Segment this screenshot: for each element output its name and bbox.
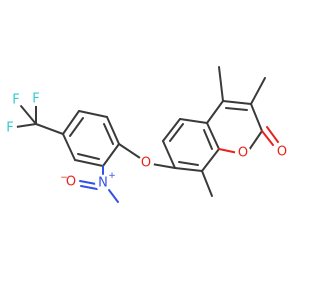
atom-n-nitro-charge: + — [108, 171, 116, 181]
bond-ring1-o — [118, 143, 141, 159]
bond-c4-c3 — [222, 100, 252, 105]
bond-c3-c2 — [250, 103, 263, 132]
bond-ring1-a-inner — [69, 117, 84, 137]
bond-ring2-b-inner — [169, 123, 184, 142]
bond-n-o1-b — [80, 185, 98, 190]
bond-ring2-a — [162, 140, 176, 169]
bond-ring2-e — [201, 148, 220, 172]
bond-ring2-d — [206, 122, 220, 150]
bond-c4-c4a — [206, 100, 224, 124]
atom-o-ring: O — [235, 145, 251, 161]
bond-o-ring2 — [151, 163, 176, 169]
bond-c2-o1 — [248, 130, 263, 151]
atom-n-nitro-label: N — [98, 176, 108, 191]
bond-methyl-8 — [201, 170, 213, 197]
bond-ring1-b — [78, 110, 108, 118]
bond-ring2-b — [162, 118, 181, 142]
atom-o-ring-label: O — [238, 146, 248, 161]
atom-f3-label: F — [6, 121, 13, 136]
bond-ring2-f-inner — [178, 161, 199, 166]
bond-o1-c8a — [218, 148, 239, 154]
bond-c2-o-b — [266, 126, 279, 143]
bond-c-f1 — [20, 105, 37, 125]
bond-ring1-e-inner — [77, 153, 100, 160]
atoms: F F F O O O O − N + — [3, 92, 290, 191]
bond-n-o1-a — [79, 180, 97, 185]
bond-ring1-c — [106, 116, 120, 145]
bond-ring1-f — [62, 133, 76, 161]
atom-o-nitro-label: O — [66, 175, 76, 190]
bond-ring1-d — [102, 143, 120, 167]
bonds — [15, 66, 279, 203]
bond-c-f3 — [15, 123, 37, 128]
atom-o-carbonyl-label: O — [277, 145, 287, 160]
bond-c2-o-a — [261, 130, 274, 146]
bond-methyl-3 — [250, 77, 266, 105]
atom-f2-label: F — [32, 92, 39, 107]
atom-n-nitro: N + — [95, 171, 116, 191]
molecule-structure: F F F O O O O − N + — [3, 66, 290, 203]
atom-o-ether-label: O — [141, 156, 151, 171]
bond-cf3-ring — [35, 123, 64, 135]
atom-o-carbonyl: O — [274, 144, 290, 160]
bond-ring1-c-inner — [103, 123, 114, 145]
bond-c4-c3-inner — [225, 107, 248, 111]
bond-ring2-d-inner — [203, 129, 213, 150]
atom-o-ether: O — [138, 155, 154, 171]
atom-f1: F — [9, 93, 23, 108]
bond-ring2-c — [179, 118, 208, 124]
bond-methyl-4 — [218, 66, 224, 102]
bond-ring1-e — [74, 159, 104, 167]
atom-f1-label: F — [12, 93, 19, 108]
atom-o-nitro: O − — [60, 173, 79, 190]
atom-f3: F — [3, 121, 17, 136]
bond-n-o2 — [108, 189, 119, 203]
bond-ring1-a — [62, 110, 80, 135]
bond-ring2-f — [174, 167, 203, 172]
atom-f2: F — [29, 92, 43, 107]
atom-o-nitro-charge: − — [60, 173, 68, 183]
